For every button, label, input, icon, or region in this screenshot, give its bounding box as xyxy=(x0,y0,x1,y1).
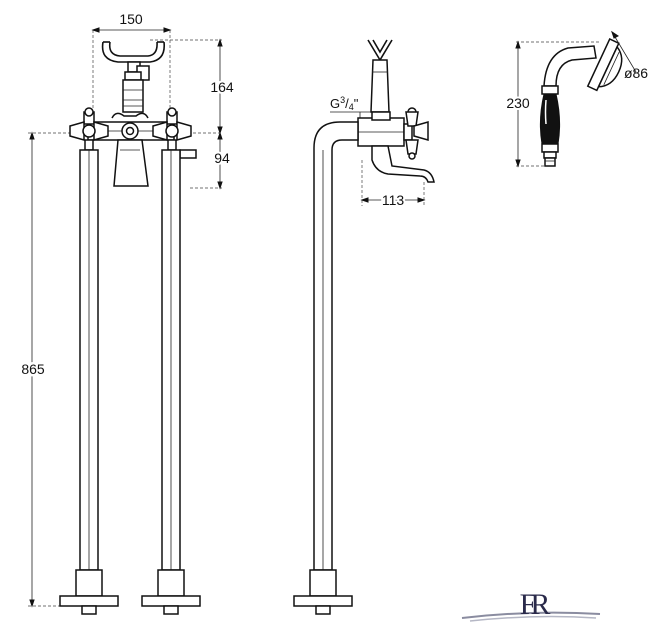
left-floor-flange xyxy=(59,569,119,615)
diameter-leader xyxy=(611,31,637,73)
left-cross-handle xyxy=(69,107,109,151)
front-spout xyxy=(113,139,149,187)
side-floor-flange xyxy=(293,569,353,615)
handshower-view: 230 ø86 xyxy=(504,30,648,168)
side-view: G3/4" 113 xyxy=(293,39,435,615)
dim-handshower-diameter: ø86 xyxy=(624,65,648,81)
side-spout xyxy=(371,145,435,183)
side-holder-fork xyxy=(367,39,393,62)
thread-label: G3/4" xyxy=(330,95,359,112)
shower-outlet xyxy=(179,149,197,159)
side-cross-handle xyxy=(403,107,429,160)
dim-spout-reach: 113 xyxy=(382,192,405,208)
dim-spout-height: 94 xyxy=(214,150,230,166)
dim-holder-height: 164 xyxy=(210,79,234,95)
front-view: 150 164 94 865 xyxy=(19,11,236,615)
shower-handle xyxy=(539,93,561,145)
shower-neck xyxy=(543,45,597,87)
side-standpipe xyxy=(313,121,359,571)
central-column xyxy=(122,79,144,113)
right-cross-handle xyxy=(152,107,192,151)
dim-total-height: 865 xyxy=(21,361,45,377)
side-holder-column xyxy=(370,59,390,113)
dim-handshower-length: 230 xyxy=(506,95,530,111)
right-floor-flange xyxy=(141,569,201,615)
brand-logo: FR xyxy=(461,588,601,622)
dim-front-width: 150 xyxy=(119,11,143,27)
shower-head xyxy=(586,38,623,92)
